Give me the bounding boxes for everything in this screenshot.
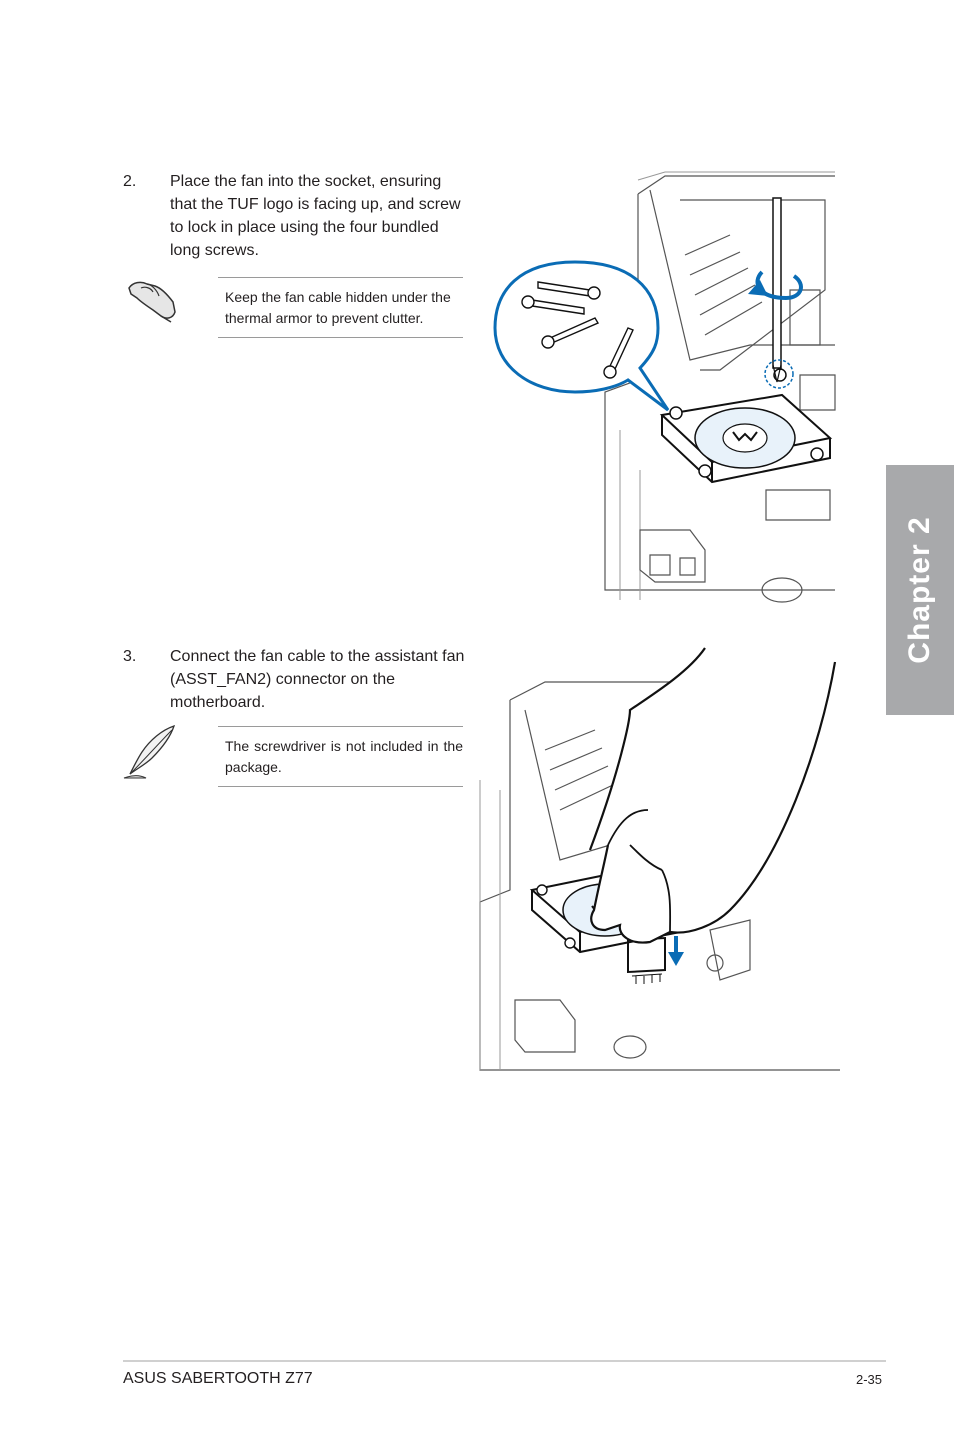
footer-rule bbox=[123, 1360, 886, 1362]
feather-quill-icon bbox=[123, 724, 176, 779]
note-2-text: The screwdriver is not included in the p… bbox=[225, 738, 463, 775]
fan-install-illustration bbox=[493, 171, 836, 603]
step-3-number: 3. bbox=[123, 648, 137, 665]
footer-product-name: ASUS SABERTOOTH Z77 bbox=[123, 1370, 313, 1387]
chapter-tab-label: Chapter 2 bbox=[903, 516, 936, 664]
note-2-box: The screwdriver is not included in the p… bbox=[218, 726, 463, 787]
note-1-box: Keep the fan cable hidden under the ther… bbox=[218, 277, 463, 338]
hand-pointer-icon bbox=[128, 281, 176, 323]
note-1-text: Keep the fan cable hidden under the ther… bbox=[225, 289, 451, 326]
footer-page-number: 2-35 bbox=[856, 1372, 883, 1387]
step-2-text: Place the fan into the socket, ensuring … bbox=[170, 173, 461, 259]
screwdriver-icon bbox=[772, 197, 782, 369]
rotate-arrow-icon bbox=[755, 270, 803, 301]
step-3-text: Connect the fan cable to the assistant f… bbox=[170, 648, 465, 711]
screws-callout bbox=[493, 260, 670, 412]
fan-cable-illustration bbox=[479, 647, 840, 1071]
hand-icon bbox=[588, 647, 837, 944]
chapter-tab: Chapter 2 bbox=[886, 465, 954, 715]
step-2-number: 2. bbox=[123, 173, 137, 190]
